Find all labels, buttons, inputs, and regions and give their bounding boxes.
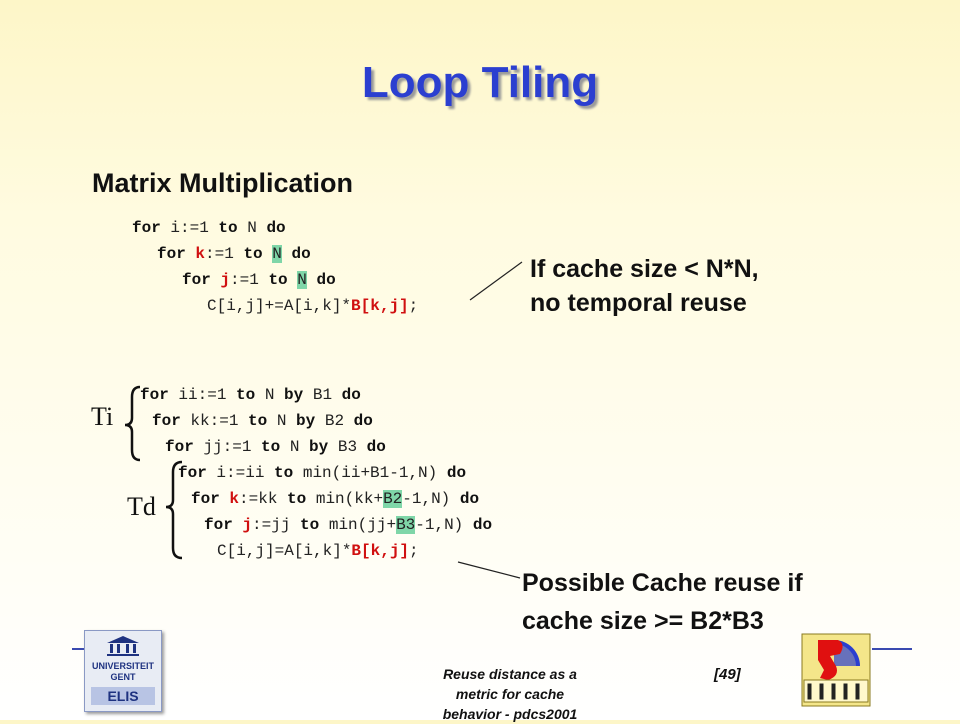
footer-line2: metric for cache xyxy=(455,686,565,702)
code-line: for ii:=1 to N by B1 do xyxy=(140,386,361,404)
page-number: [49] xyxy=(714,666,741,683)
code-line: for i:=ii to min(ii+B1-1,N) do xyxy=(178,464,467,482)
callout-line: no temporal reuse xyxy=(530,289,747,317)
code-line: for j:=jj to min(jj+B3-1,N) do xyxy=(204,516,493,534)
code-line: for k:=1 to N do xyxy=(157,245,311,263)
university-building-icon xyxy=(107,636,139,656)
td-brace xyxy=(165,460,183,560)
subtitle: Matrix Multiplication xyxy=(92,168,354,198)
footer-text: Reuse distance as a metric for cache beh… xyxy=(380,664,640,724)
callout-line: If cache size < N*N, xyxy=(530,255,759,283)
code-line: C[i,j]+=A[i,k]*B[k,j]; xyxy=(207,297,419,315)
td-label: Td xyxy=(127,492,156,521)
logo-text: UNIVERSITEIT xyxy=(91,661,154,671)
code-line: for j:=1 to N do xyxy=(182,271,336,289)
footer-line3: behavior - pdcs2001 xyxy=(442,706,578,722)
footer-line1: Reuse distance as a xyxy=(443,666,577,682)
logo-text: ELIS xyxy=(91,687,155,705)
callout-cache-size: If cache size < N*N, no temporal reuse xyxy=(530,252,759,320)
footer-line-right xyxy=(872,648,912,650)
code-line: for i:=1 to N do xyxy=(132,219,286,237)
code-line: C[i,j]=A[i,k]*B[k,j]; xyxy=(217,542,419,560)
code-line: for kk:=1 to N by B2 do xyxy=(152,412,373,430)
paris-logo xyxy=(798,630,872,710)
callout-cache-reuse: Possible Cache reuse if cache size >= B2… xyxy=(522,564,803,640)
ti-brace xyxy=(124,385,141,462)
ugent-logo: UNIVERSITEIT GENT ELIS xyxy=(84,630,162,712)
paris-logo-icon xyxy=(801,633,871,707)
logo-text: GENT xyxy=(110,672,136,682)
callout-line: Possible Cache reuse if xyxy=(522,569,803,597)
callout-line: cache size >= B2*B3 xyxy=(522,607,764,635)
code-line: for k:=kk to min(kk+B2-1,N) do xyxy=(191,490,480,508)
slide-title: Loop Tiling xyxy=(361,58,599,107)
code-line: for jj:=1 to N by B3 do xyxy=(165,438,386,456)
ti-label: Ti xyxy=(91,402,114,431)
